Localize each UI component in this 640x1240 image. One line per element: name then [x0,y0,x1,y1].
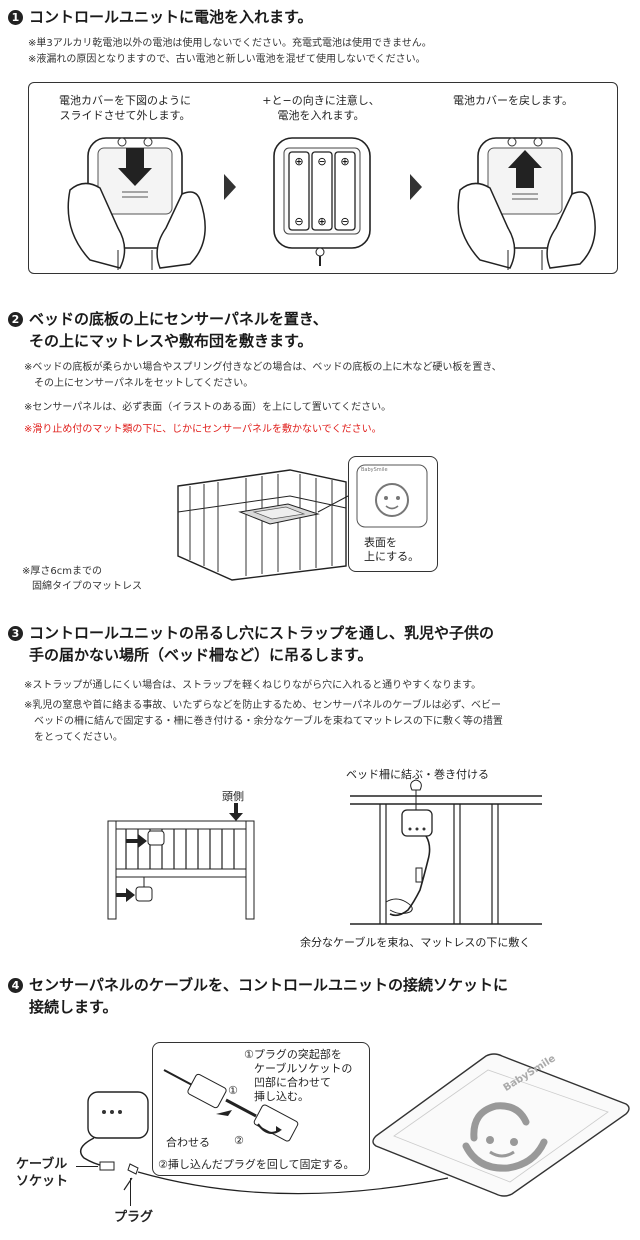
step4-title: 4 センサーパネルのケーブルを、コントロールユニットの接続ソケットに 接続します。 [8,974,508,1018]
label-line: ソケット [16,1174,69,1189]
battery-caption-1: 電池カバーを下図のように スライドさせて外します。 [40,93,210,123]
step2-note-2: その上にセンサーパネルをセットしてください。 [24,378,254,389]
caption-line: スライドさせて外します。 [59,109,191,122]
step1-note-2: ※液漏れの原因となりますので、古い電池と新しい電池を混ぜて使用しないでください。 [28,54,426,65]
step3-note-4: をとってください。 [24,732,123,743]
battery-caption-2: +と−の向きに注意し、 電池を入れます。 [236,93,406,123]
tie-to-rail-label: ベッド柵に結ぶ・巻き付ける [346,768,489,781]
battery-steps-box [28,82,618,274]
step4-title-line-1: センサーパネルのケーブルを、コントロールユニットの接続ソケットに [29,976,508,994]
battery-caption-3: 電池カバーを戻します。 [428,93,598,108]
arrow-right-icon [224,174,236,200]
insert-instruction: ①プラグの突起部を ケーブルソケットの 凹部に合わせて 挿し込む。 [244,1048,352,1104]
step-number-badge: 3 [8,626,23,641]
callout-line: ①プラグの突起部を [244,1048,342,1061]
step2-title-line-2: その上にマットレスや敷布団を敷きます。 [29,332,313,350]
note-line: 固綿タイプのマットレス [22,581,142,592]
panel-face-up-label: 表面を 上にする。 [364,536,419,564]
crib-hanging-illustration [107,803,255,920]
svg-text:⊖: ⊖ [340,215,349,228]
caption-line: +と−の向きに注意し、 [262,94,380,107]
step2-warning: ※滑り止め付のマット類の下に、じかにセンサーパネルを敷かないでください。 [24,424,382,435]
arrow-right-icon [410,174,422,200]
step3-note-3: ベッドの柵に結んで固定する・柵に巻き付ける・余分なケーブルを束ねてマットレスの下… [24,716,503,727]
align-label: 合わせる [166,1136,210,1149]
svg-text:⊕: ⊕ [317,215,326,228]
svg-text:⊖: ⊖ [294,215,303,228]
rotate-plug-instruction: ②挿し込んだプラグを回して固定する。 [158,1158,355,1171]
step2-title-line-1: ベッドの底板の上にセンサーパネルを置き、 [29,310,328,328]
callout-line: 挿し込む。 [254,1090,309,1103]
replace-cover-illustration [457,137,596,270]
step-number-badge: 4 [8,978,23,993]
remove-cover-illustration [67,137,206,270]
note-line: ※厚さ6cmまでの [22,566,102,577]
mattress-thickness-note: ※厚さ6cmまでの 固綿タイプのマットレス [22,564,142,594]
control-unit-connection-illustration [79,1091,449,1195]
plug-label: プラグ [114,1210,154,1225]
svg-text:⊕: ⊕ [340,155,349,168]
bundle-cable-label: 余分なケーブルを束ね、マットレスの下に敷く [300,936,531,949]
plug-leader-line [130,1178,131,1206]
svg-text:⊕: ⊕ [294,155,303,168]
marker-2: ② [234,1134,244,1147]
rail-tie-illustration [350,779,542,925]
step4-title-line-2: 接続します。 [29,998,118,1016]
insert-batteries-illustration: ⊕ ⊖ ⊕ ⊖ ⊕ ⊖ [273,137,371,266]
caption-line: 電池を入れます。 [277,109,365,122]
crib-panel-illustration [177,469,349,581]
panel-brand-small: BabySmile [361,467,388,473]
step3-title-line-1: コントロールユニットの吊るし穴にストラップを通し、乳児や子供の [29,624,495,642]
step3-title: 3 コントロールユニットの吊るし穴にストラップを通し、乳児や子供の 手の届かない場… [8,622,494,666]
socket-leader-line [76,1166,98,1167]
label-line: 表面を [364,536,397,549]
plug-zoom-illustration [163,1069,299,1142]
step1-note-1: ※単3アルカリ乾電池以外の電池は使用しないでください。充電式電池は使用できません… [28,38,432,49]
step3-note-2: ※乳児の窒息や首に絡まる事故、いたずらなどを防止するため、センサーパネルのケーブ… [24,700,501,711]
sensor-panel-illustration [372,1053,630,1197]
step2-title: 2 ベッドの底板の上にセンサーパネルを置き、 その上にマットレスや敷布団を敷きます… [8,308,328,352]
step1-title-text: コントロールユニットに電池を入れます。 [29,8,313,26]
label-line: 上にする。 [364,550,420,563]
step-number-badge: 2 [8,312,23,327]
marker-1: ① [228,1084,238,1097]
callout-line: ケーブルソケットの [254,1062,353,1075]
cable-socket-label: ケーブル ソケット [16,1156,68,1190]
caption-line: 電池カバーを下図のように [59,94,191,107]
caption-line: 電池カバーを戻します。 [453,94,573,107]
callout-line: 凹部に合わせて [254,1076,331,1089]
label-line: ケーブル [16,1157,68,1172]
svg-text:⊖: ⊖ [317,155,326,168]
step1-title: 1 コントロールユニットに電池を入れます。 [8,6,313,28]
step3-title-line-2: 手の届かない場所（ベッド柵など）に吊るします。 [29,646,373,664]
sensor-panel-face-illustration [356,464,428,528]
step3-note-1: ※ストラップが通しにくい場合は、ストラップを軽くねじりながら穴に入れると通りやす… [24,680,482,691]
step-number-badge: 1 [8,10,23,25]
step2-note-3: ※センサーパネルは、必ず表面（イラストのある面）を上にして置いてください。 [24,402,392,413]
step2-note-1: ※ベッドの底板が柔らかい場合やスプリング付きなどの場合は、ベッドの底板の上に木な… [24,362,502,373]
head-side-label: 頭側 [222,790,244,803]
